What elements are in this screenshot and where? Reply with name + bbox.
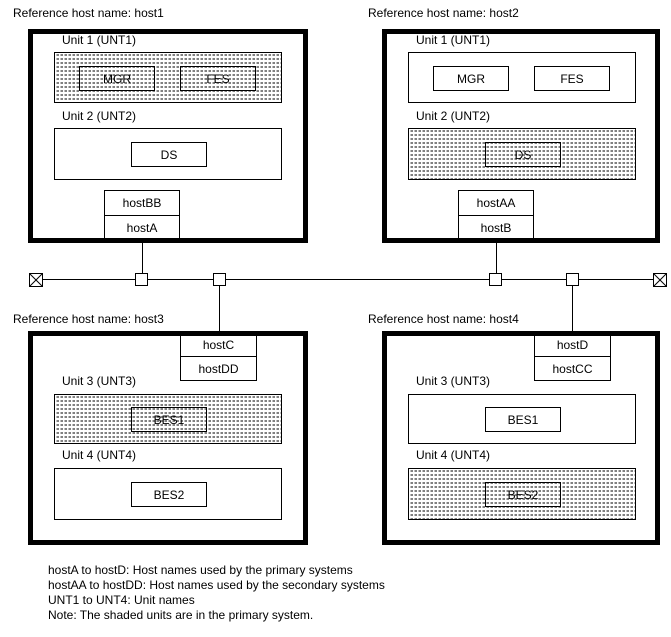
host1-unit1-label: Unit 1 (UNT1) — [62, 33, 137, 47]
host3-bes1-box: BES1 — [131, 407, 207, 432]
host4-unit4-body: BES2 — [408, 468, 636, 520]
bus-terminator-left-icon — [29, 273, 43, 287]
host2-bus-connector-line — [496, 241, 497, 273]
host2-unit1-label: Unit 1 (UNT1) — [416, 33, 491, 47]
host1-bus-connector-line — [142, 241, 143, 273]
host3-hostname-table: hostC hostDD — [180, 332, 257, 381]
host4-bus-tap-node — [566, 273, 579, 286]
note-line-2: hostAA to hostDD: Host names used by the… — [48, 578, 385, 592]
host4-frame — [382, 331, 660, 545]
host1-hostname-cell-bottom: hostA — [104, 215, 180, 241]
host2-unit1-body: MGR FES — [408, 52, 636, 103]
host2-fes-box: FES — [534, 66, 610, 91]
host2-bus-tap-node — [489, 273, 502, 286]
network-bus-line — [42, 279, 654, 280]
host3-unit3-body: BES1 — [54, 394, 282, 444]
host2-reference-label: Reference host name: host2 — [368, 6, 519, 20]
note-line-4: Note: The shaded units are in the primar… — [48, 608, 314, 622]
host4-bus-connector-line — [572, 285, 573, 332]
host2-hostname-cell-bottom: hostB — [458, 215, 534, 241]
host3-bes2-box: BES2 — [131, 482, 207, 507]
host4-unit3-body: BES1 — [408, 394, 636, 444]
host3-frame — [28, 331, 308, 545]
host3-unit3-label: Unit 3 (UNT3) — [62, 374, 137, 388]
host1-unit1-body: MGR FES — [54, 52, 282, 103]
host4-hostname-cell-bottom: hostCC — [534, 356, 611, 381]
host1-ds-box: DS — [131, 142, 207, 167]
host1-hostname-table: hostBB hostA — [104, 190, 180, 241]
host3-bus-connector-line — [219, 285, 220, 332]
note-line-3: UNT1 to UNT4: Unit names — [48, 593, 195, 607]
host3-bus-tap-node — [213, 273, 226, 286]
host1-fes-box: FES — [180, 66, 256, 91]
host1-bus-tap-node — [135, 273, 148, 286]
host1-unit2-label: Unit 2 (UNT2) — [62, 109, 137, 123]
host3-unit4-body: BES2 — [54, 468, 282, 520]
host2-unit2-body: DS — [408, 128, 636, 180]
host2-mgr-box: MGR — [433, 66, 509, 91]
host3-reference-label: Reference host name: host3 — [13, 312, 164, 326]
host4-unit3-label: Unit 3 (UNT3) — [416, 374, 491, 388]
host3-unit4-label: Unit 4 (UNT4) — [62, 448, 137, 462]
host3-hostname-cell-bottom: hostDD — [180, 356, 257, 381]
host1-mgr-box: MGR — [79, 66, 155, 91]
host4-bes1-box: BES1 — [485, 407, 561, 432]
host4-unit4-label: Unit 4 (UNT4) — [416, 448, 491, 462]
host1-hostname-cell-top: hostBB — [104, 190, 180, 216]
host1-unit2-body: DS — [54, 128, 282, 180]
host1-frame — [28, 29, 308, 243]
host2-unit2-label: Unit 2 (UNT2) — [416, 109, 491, 123]
host4-bes2-box: BES2 — [485, 482, 561, 507]
host1-reference-label: Reference host name: host1 — [13, 6, 164, 20]
host2-ds-box: DS — [485, 142, 561, 167]
host2-hostname-table: hostAA hostB — [458, 190, 534, 241]
bus-terminator-right-icon — [653, 273, 667, 287]
host4-reference-label: Reference host name: host4 — [368, 312, 519, 326]
host2-frame — [382, 29, 660, 243]
note-line-1: hostA to hostD: Host names used by the p… — [48, 563, 353, 577]
